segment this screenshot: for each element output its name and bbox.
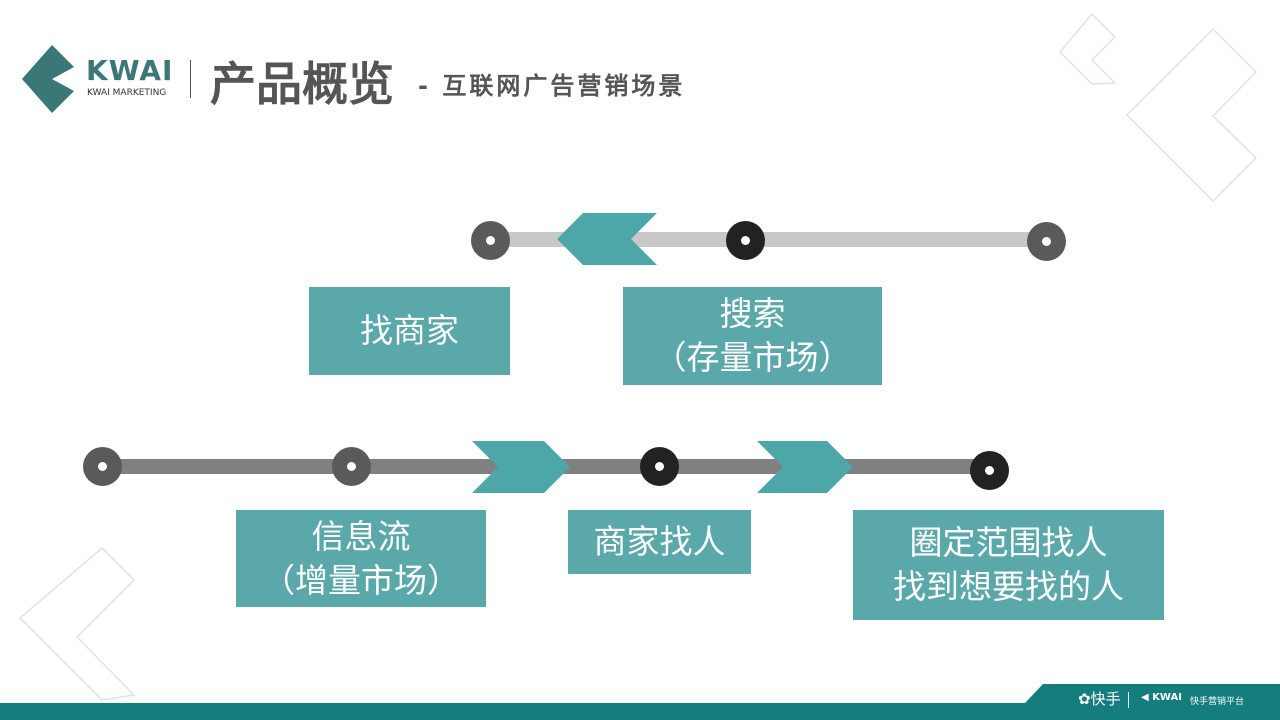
timeline-node bbox=[726, 221, 765, 260]
step-search: 搜索 （存量市场） bbox=[623, 287, 882, 385]
step-label: 信息流 bbox=[311, 516, 411, 556]
step-sublabel: （存量市场） bbox=[653, 338, 852, 377]
page-subtitle: - 互联网广告营销场景 bbox=[418, 72, 686, 100]
step-sublabel: （增量市场） bbox=[262, 560, 460, 600]
logo-brand: KWAI bbox=[86, 54, 174, 87]
step-merchant-find-people: 商家找人 bbox=[568, 510, 751, 574]
step-sublabel: 找到想要找的人 bbox=[893, 567, 1124, 606]
step-label: 找商家 bbox=[360, 311, 459, 350]
logo-tagline: KWAI MARKETING bbox=[87, 88, 167, 98]
step-find-merchant: 找商家 bbox=[309, 287, 510, 375]
timeline-node bbox=[332, 447, 371, 486]
step-targeting: 圈定范围找人找到想要找的人 bbox=[853, 510, 1164, 620]
timeline-node bbox=[640, 447, 679, 486]
footer-kuaishou-label: 快手 bbox=[1090, 690, 1121, 708]
footer-kuaishou: ✿快手 bbox=[1078, 690, 1121, 708]
chevron-right-icon bbox=[757, 441, 853, 493]
arrow-left-icon bbox=[557, 213, 657, 265]
step-feed: 信息流（增量市场） bbox=[236, 510, 486, 607]
timeline-node bbox=[1027, 222, 1066, 261]
footer-bar bbox=[0, 684, 1280, 720]
footer-kwai-label: KWAI bbox=[1152, 692, 1182, 703]
step-label: 商家找人 bbox=[593, 522, 726, 561]
chevron-right-icon bbox=[472, 441, 570, 493]
timeline-node bbox=[83, 447, 122, 486]
step-label: 圈定范围找人 bbox=[909, 523, 1108, 562]
page-title: 产品概览 bbox=[210, 57, 394, 111]
timeline-node bbox=[471, 221, 510, 260]
divider bbox=[190, 60, 191, 98]
footer-divider bbox=[1128, 692, 1129, 708]
timeline-node bbox=[970, 451, 1009, 490]
footer-kwai: ◀ KWAI bbox=[1141, 692, 1182, 703]
footer-platform: 快手营销平台 bbox=[1190, 697, 1245, 707]
step-label: 搜索 bbox=[719, 294, 786, 333]
kwai-logo-mark bbox=[22, 45, 74, 113]
